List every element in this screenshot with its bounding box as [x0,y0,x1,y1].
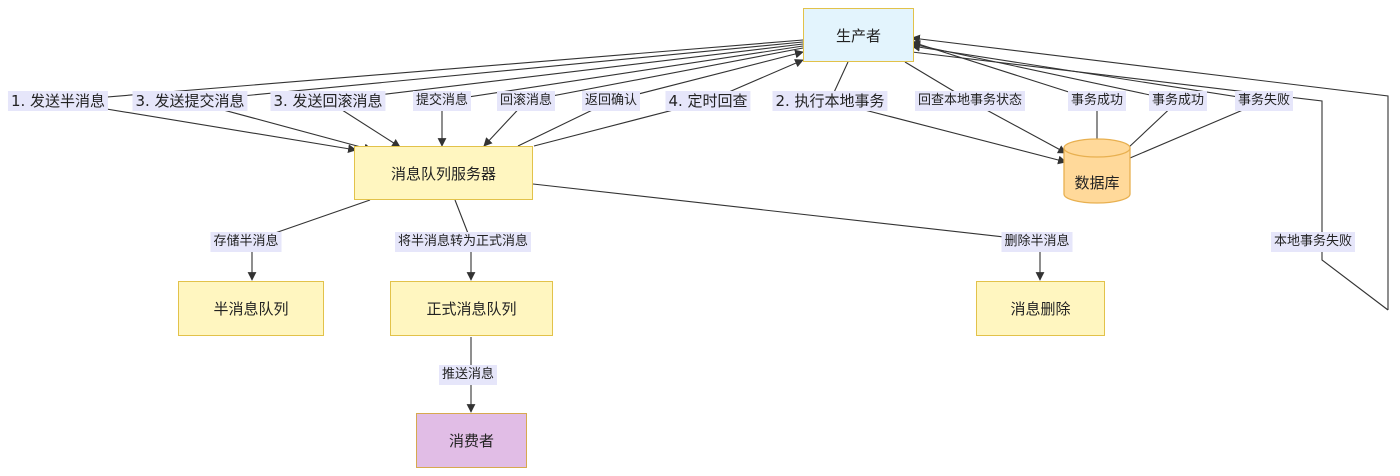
edge-local-tx-failed [911,34,1389,310]
label-delete-half: 删除半消息 [1001,232,1073,252]
edge-local-tx-failed-in [911,51,1389,311]
database-cylinder: 数据库 [1063,138,1131,204]
label-tx-failed: 事务失败 [1234,91,1294,111]
consumer-node: 消费者 [416,413,527,468]
half-queue-label: 半消息队列 [213,300,289,318]
producer-label: 生产者 [835,26,881,45]
edge-exec-local-tx [829,61,1067,165]
msg-delete-label: 消息删除 [1010,300,1071,318]
edge-return-ack [517,49,804,147]
label-send-commit: 3. 发送提交消息 [132,91,248,111]
msg-delete-node: 消息删除 [976,281,1105,336]
label-commit-msg: 提交消息 [412,91,472,111]
label-store-half: 存储半消息 [210,232,282,252]
label-send-half: 1. 发送半消息 [7,91,109,111]
label-rollback-msg: 回滚消息 [496,91,556,111]
label-tx-success-2: 事务成功 [1148,91,1208,111]
label-scheduled-check: 4. 定时回查 [665,91,751,111]
mq-server-node: 消息队列服务器 [354,146,533,200]
label-half-to-formal: 将半消息转为正式消息 [394,232,532,252]
producer-node: 生产者 [803,8,914,62]
label-check-tx-state: 回查本地事务状态 [914,91,1026,111]
label-return-ack: 返回确认 [581,91,641,111]
label-local-tx-failed: 本地事务失败 [1270,232,1356,252]
label-tx-success-1: 事务成功 [1067,91,1127,111]
formal-queue-node: 正式消息队列 [390,281,553,336]
label-push-msg: 推送消息 [438,365,498,385]
label-exec-local-tx: 2. 执行本地事务 [772,91,888,111]
database-label: 数据库 [1074,174,1119,192]
mq-server-label: 消息队列服务器 [390,164,496,183]
edge-delete-half [532,183,1045,281]
half-queue-node: 半消息队列 [178,281,324,336]
label-send-rollback: 3. 发送回滚消息 [270,91,386,111]
consumer-label: 消费者 [448,432,494,450]
formal-queue-label: 正式消息队列 [426,300,517,318]
